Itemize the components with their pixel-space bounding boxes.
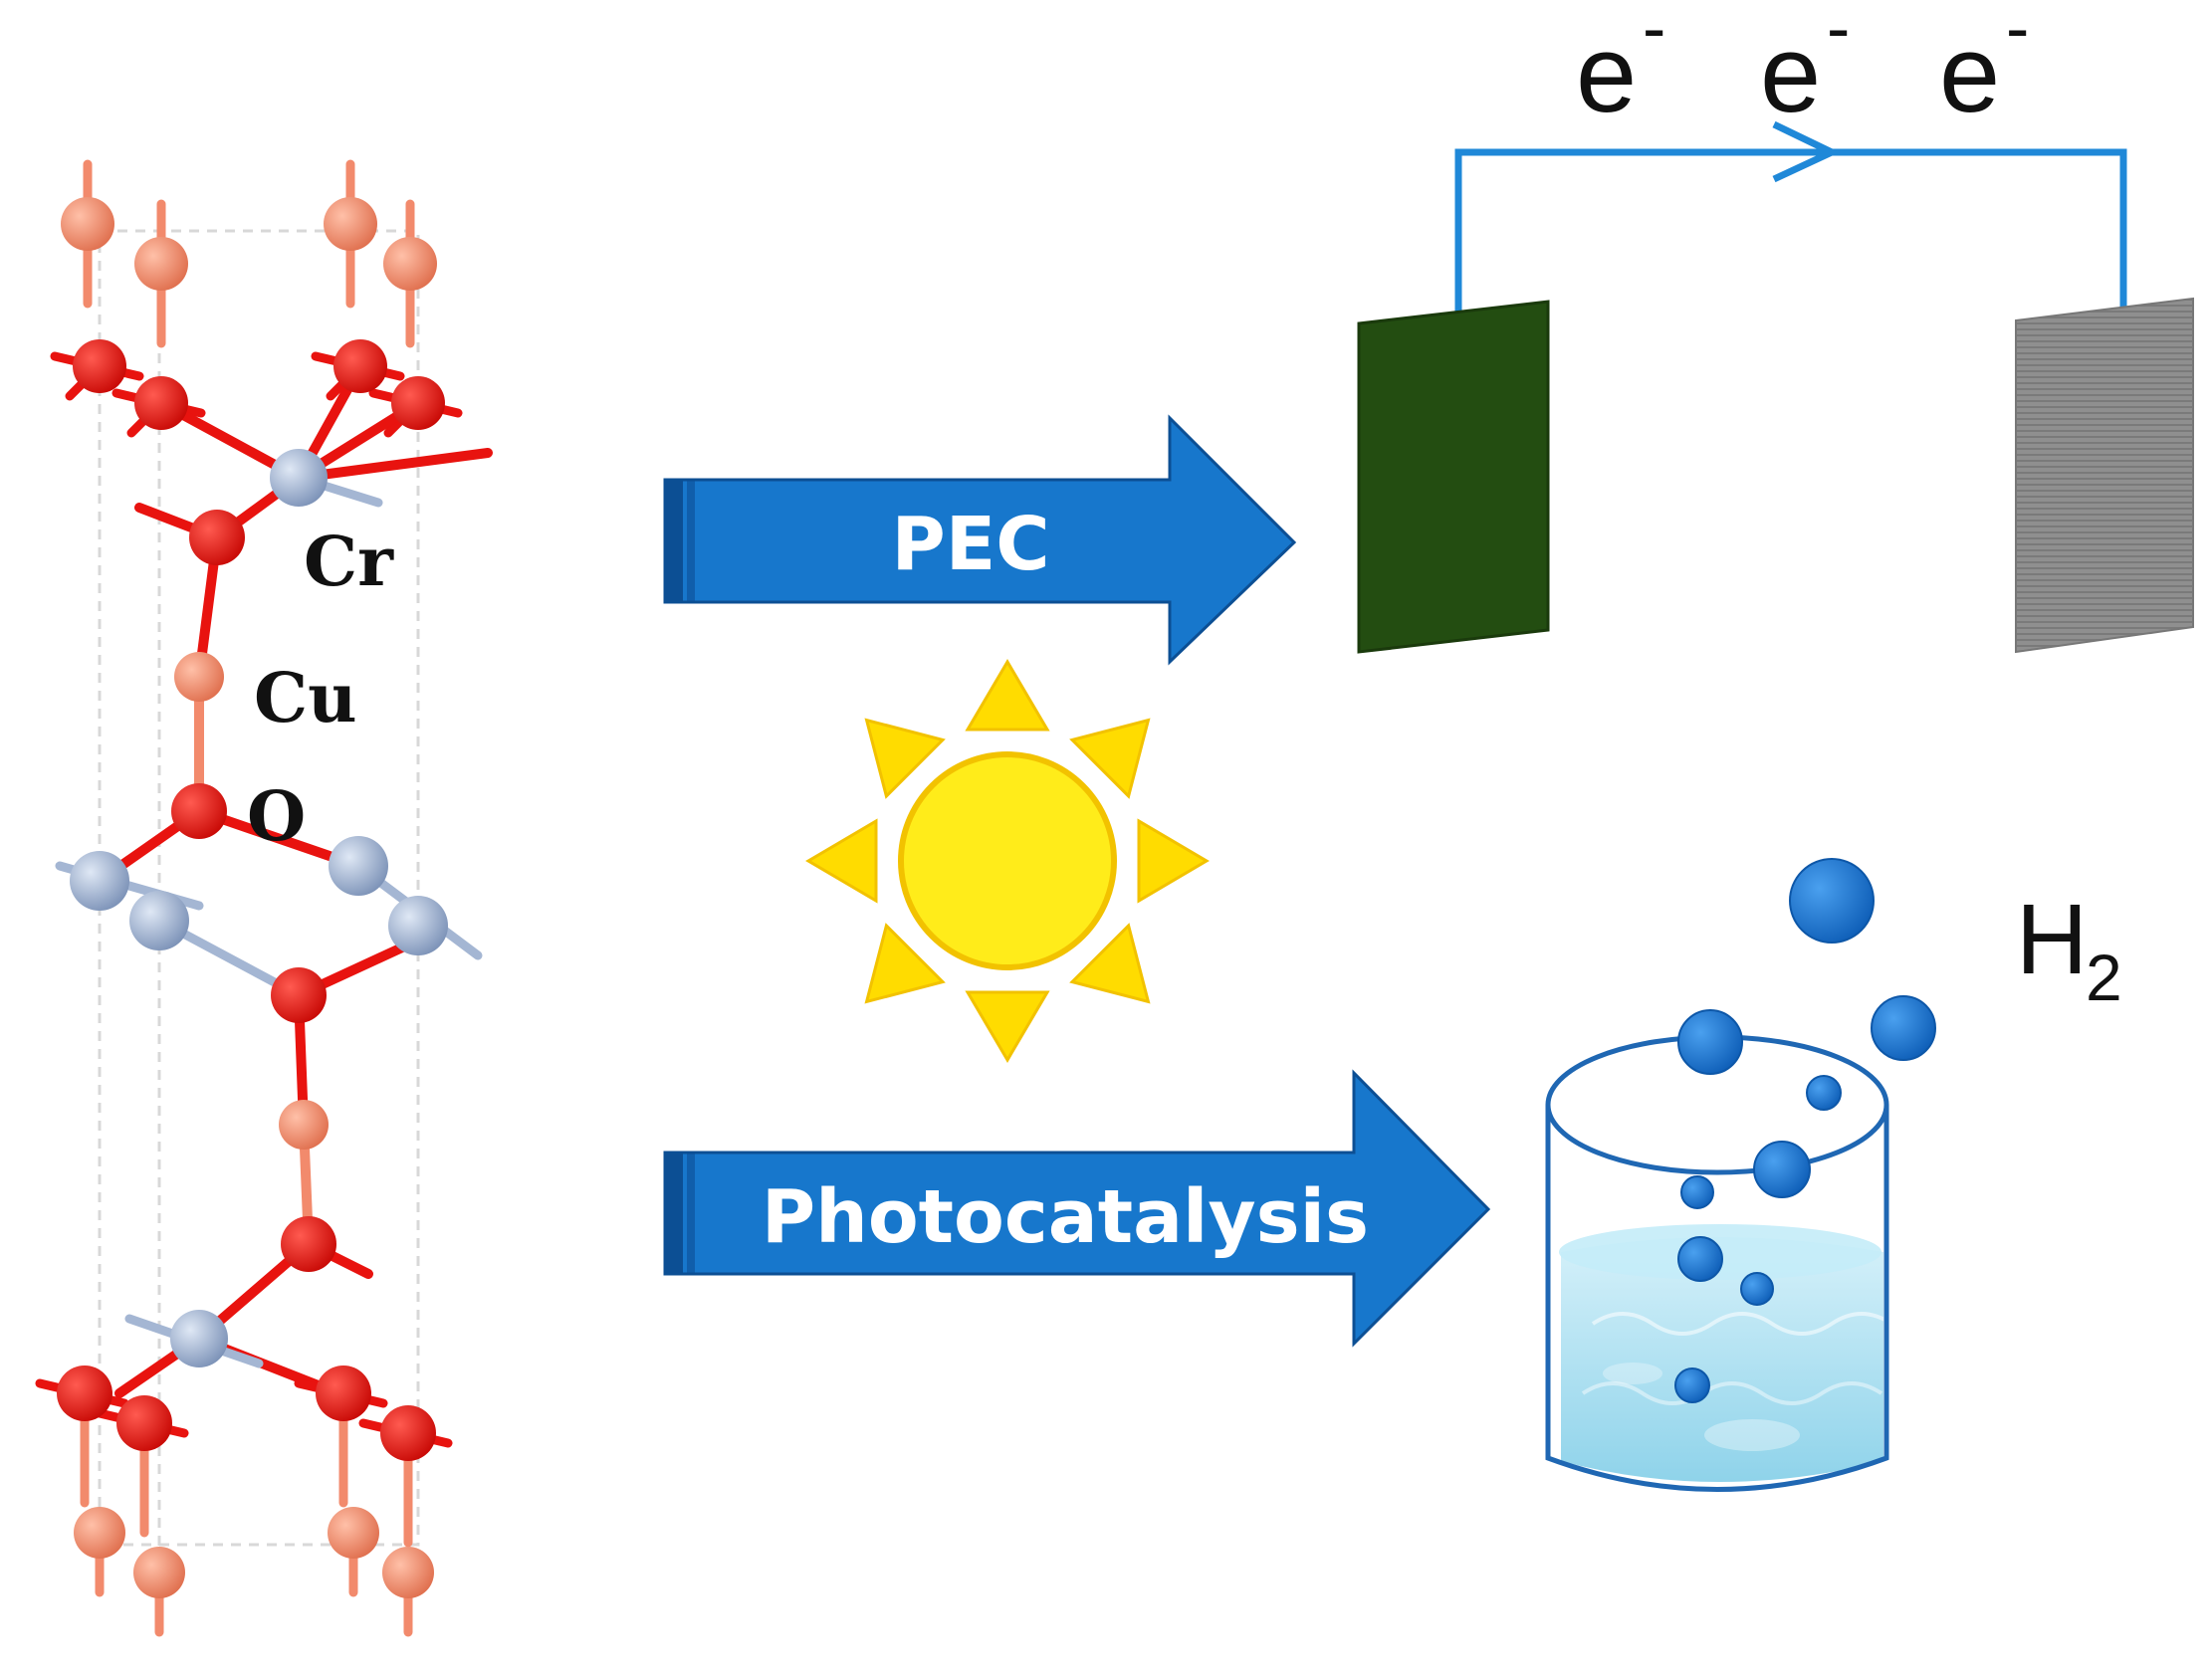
- cathode-electrode: [2015, 297, 2194, 654]
- oxygen-atom: [391, 376, 445, 430]
- sun-ray: [1069, 718, 1151, 799]
- svg-text:H: H: [2016, 884, 2088, 995]
- sun-rays: [805, 659, 1210, 1063]
- oxygen-atom: [380, 1405, 436, 1461]
- photocatalysis-arrow-label: Photocatalysis: [762, 1174, 1369, 1260]
- copper-atom: [74, 1507, 125, 1559]
- photocatalysis-arrow-tail-stripe: [665, 1153, 683, 1274]
- oxygen-atom: [134, 376, 188, 430]
- beaker-water: [1559, 1224, 1893, 1482]
- copper-atom: [279, 1100, 329, 1150]
- electron-label-2: e -: [1760, 0, 1850, 135]
- oxygen-atom: [171, 783, 227, 839]
- sun-ray: [1137, 818, 1210, 904]
- photocatalysis-arrow: Photocatalysis: [663, 1069, 1491, 1348]
- hydrogen-bubble: [1740, 1272, 1774, 1306]
- h2-label: H 2: [2016, 884, 2122, 1014]
- oxygen-atom: [333, 339, 387, 393]
- o-label: O: [247, 777, 306, 857]
- pec-cell: e - e - e -: [1357, 0, 2194, 654]
- copper-atom: [382, 1547, 434, 1598]
- pec-arrow-label: PEC: [891, 502, 1049, 587]
- sun-icon: [805, 659, 1210, 1063]
- oxygen-atom: [271, 967, 327, 1023]
- hydrogen-bubble: [1674, 1367, 1710, 1403]
- copper-atom: [61, 197, 114, 251]
- chromium-atom: [388, 896, 448, 955]
- copper-atom: [328, 1507, 379, 1559]
- copper-atom: [133, 1547, 185, 1598]
- chromium-atom: [329, 836, 388, 896]
- svg-text:e: e: [1939, 13, 2000, 135]
- oxygen-atom: [73, 339, 126, 393]
- hydrogen-bubble: [1680, 1175, 1714, 1209]
- chromium-atom: [129, 891, 189, 950]
- chromium-atom: [270, 449, 328, 507]
- electron-label-1: e -: [1576, 0, 1665, 135]
- svg-text:e: e: [1576, 13, 1637, 135]
- photoanode-electrode: [1357, 300, 1550, 654]
- beaker: H 2: [1545, 858, 2122, 1492]
- sun-ray: [864, 923, 946, 1004]
- hydrogen-bubble: [1806, 1075, 1842, 1111]
- crystal-structure: Cr Cu O: [35, 159, 493, 1637]
- cr-label: Cr: [304, 523, 394, 602]
- hydrogen-bubbles: [1674, 858, 1936, 1403]
- svg-text:-: -: [1827, 0, 1850, 67]
- electron-label-3: e -: [1939, 0, 2029, 135]
- oxygen-atom: [116, 1395, 172, 1451]
- sun-ray: [805, 818, 878, 904]
- svg-text:-: -: [1643, 0, 1665, 67]
- svg-text:2: 2: [2086, 941, 2122, 1014]
- sun-ray: [1069, 923, 1151, 1004]
- chromium-atom: [170, 1310, 228, 1367]
- hydrogen-bubble: [1677, 1236, 1723, 1282]
- hydrogen-bubble: [1871, 995, 1936, 1061]
- oxygen-atom: [316, 1365, 371, 1421]
- svg-text:-: -: [2006, 0, 2029, 67]
- beaker-wall: [1545, 1105, 1889, 1492]
- chromium-atom: [70, 851, 129, 911]
- oxygen-atom: [57, 1365, 112, 1421]
- copper-atom: [174, 652, 224, 702]
- hydrogen-bubble: [1753, 1141, 1811, 1198]
- oxygen-atom: [281, 1216, 336, 1272]
- cu-label: Cu: [254, 659, 357, 738]
- external-circuit-wire: [1454, 148, 2127, 316]
- sun-ray: [965, 659, 1050, 732]
- pec-arrow-tail-stripe: [665, 480, 683, 602]
- hydrogen-bubble: [1789, 858, 1875, 944]
- hydrogen-bubble: [1677, 1009, 1743, 1075]
- pec-arrow: PEC: [663, 414, 1297, 666]
- crystal-atoms: [57, 197, 448, 1598]
- svg-text:e: e: [1760, 13, 1821, 135]
- copper-atom: [134, 237, 188, 291]
- sun-core: [898, 751, 1117, 970]
- photocatalysis-arrow-shape: [663, 1069, 1491, 1348]
- crystal-bond: [294, 448, 493, 483]
- electron-flow-arrowhead: [1772, 120, 1841, 183]
- pec-arrow-shape: [663, 414, 1297, 666]
- sun-ray: [864, 718, 946, 799]
- oxygen-atom: [189, 510, 245, 565]
- sun-ray: [965, 990, 1050, 1063]
- copper-atom: [383, 237, 437, 291]
- copper-atom: [324, 197, 377, 251]
